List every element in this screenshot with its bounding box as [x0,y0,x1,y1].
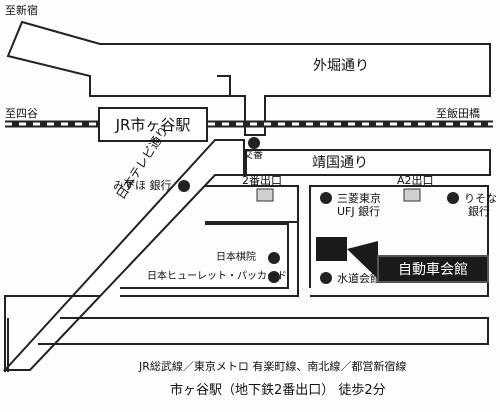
label-exitA2: A2出口 [397,174,434,187]
exit2-building [256,188,274,202]
exitA2-building [403,188,421,202]
label-suido: 水道会館 [337,272,381,285]
label-nihon-kiin: 日本棋院 [216,252,256,263]
label-mitsubishi-1: 三菱東京 [337,192,381,205]
label-to-shinjuku: 至新宿 [5,4,38,17]
label-sotobori: 外堀通り [313,58,369,74]
mitsubishi-marker [320,192,332,204]
label-yasukuni: 靖国通り [312,155,368,171]
block-west [205,185,299,223]
label-to-yotsuya: 至四谷 [5,107,38,120]
suido-marker [320,272,332,284]
label-to-iidabashi: 至飯田橋 [436,107,480,120]
label-resona-2: 銀行 [468,205,490,218]
access-station: 市ヶ谷駅（地下鉄2番出口） 徒歩2分 [170,383,386,398]
bottom-road [7,185,489,372]
label-koban: 交番 [243,150,263,161]
label-hp: 日本ヒューレット・パッカード [147,271,287,282]
mizuho-marker [178,180,190,192]
label-resona-1: りそな [464,192,497,205]
koban-marker [248,137,260,149]
kiin-marker [268,252,280,264]
lower-road [8,296,60,318]
destination-arrow [347,241,378,279]
jr-station-box: JR市ヶ谷駅 [98,107,208,142]
destination-building [316,237,347,261]
destination-label: 自動車会館 [377,255,489,283]
resona-marker [447,192,459,204]
sotobori-road [6,20,491,136]
vertical-connector [217,75,231,96]
label-mizuho: みずほ 銀行 [113,179,172,192]
hp-marker [268,271,280,283]
label-mitsubishi-2: UFJ 銀行 [337,205,381,218]
access-lines: JR総武線／東京メトロ 有楽町線、南北線／都営新宿線 [139,360,407,373]
nihon-tv-road [2,139,245,371]
label-exit2: 2番出口 [242,174,282,187]
yasukuni-road [245,149,491,176]
